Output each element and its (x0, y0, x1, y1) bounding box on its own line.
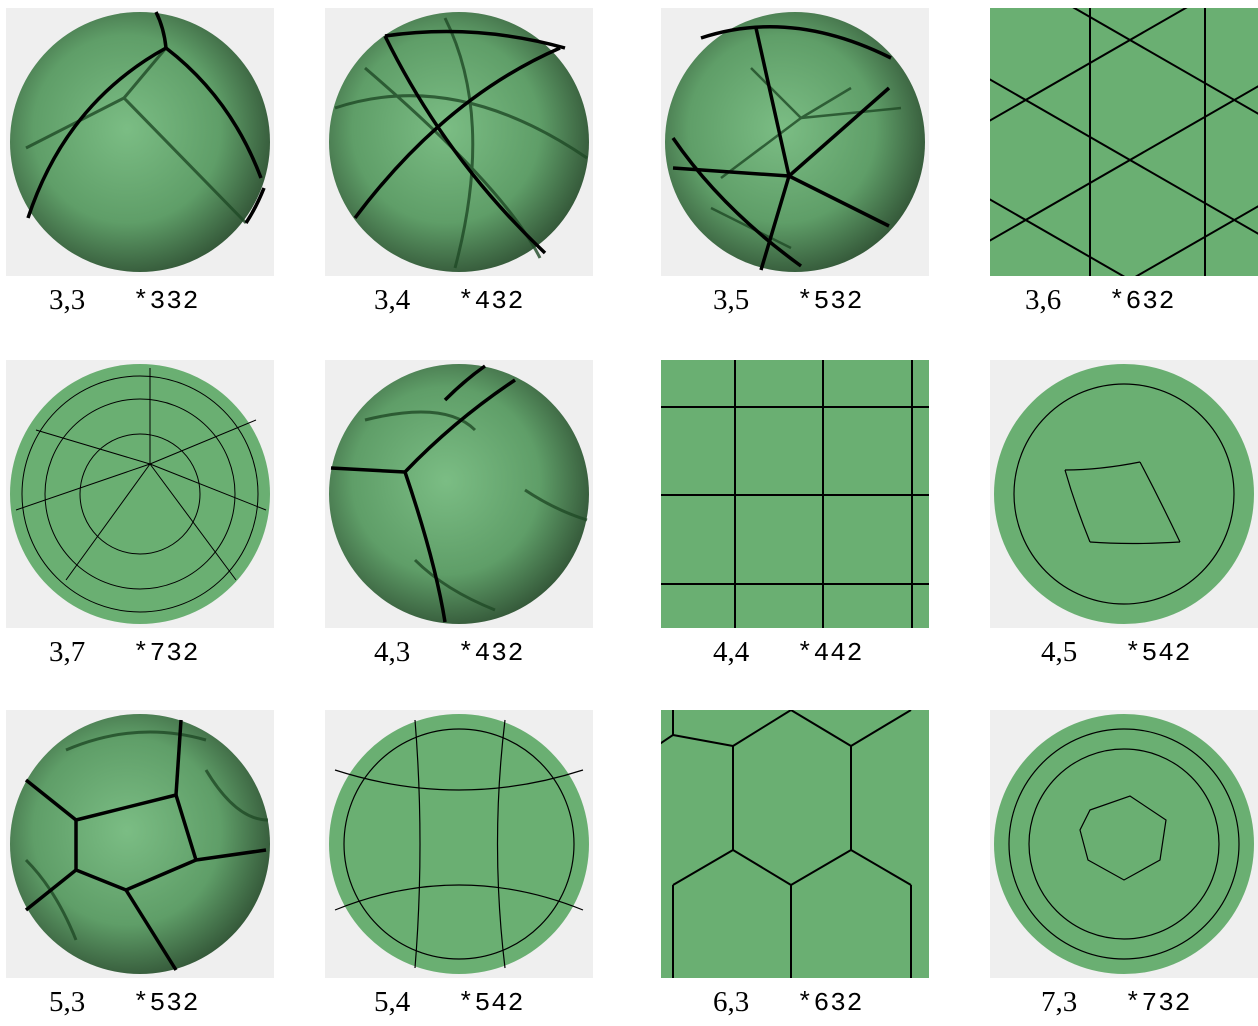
tiling-5-3-sphere (6, 710, 274, 978)
orbifold-notation: *632 (797, 988, 864, 1018)
caption-4-5: 4,5 *542 (1041, 636, 1258, 676)
schlafli-symbol: 7,3 (1041, 986, 1078, 1018)
caption-6-3: 6,3 *632 (713, 986, 1013, 1026)
schlafli-symbol: 5,3 (49, 986, 86, 1018)
orbifold-notation: *432 (458, 286, 525, 316)
caption-7-3: 7,3 *732 (1041, 986, 1258, 1026)
caption-3-4: 3,4 *432 (374, 284, 674, 324)
caption-5-3: 5,3 *532 (49, 986, 349, 1026)
caption-4-3: 4,3 *432 (374, 636, 674, 676)
tiling-3-4-sphere (325, 8, 593, 276)
schlafli-symbol: 3,5 (713, 284, 750, 316)
orbifold-notation: *442 (797, 638, 864, 668)
schlafli-symbol: 3,3 (49, 284, 86, 316)
schlafli-symbol: 3,6 (1025, 284, 1062, 316)
schlafli-symbol: 3,4 (374, 284, 411, 316)
orbifold-notation: *532 (133, 988, 200, 1018)
tiling-3-5-sphere (661, 8, 929, 276)
tiling-3-6-euclidean (990, 8, 1258, 276)
schlafli-symbol: 6,3 (713, 986, 750, 1018)
tiling-3-7-hyperbolic (6, 360, 274, 628)
caption-3-7: 3,7 *732 (49, 636, 349, 676)
orbifold-notation: *532 (797, 286, 864, 316)
orbifold-notation: *542 (1125, 638, 1192, 668)
schlafli-symbol: 4,4 (713, 636, 750, 668)
schlafli-symbol: 4,5 (1041, 636, 1078, 668)
schlafli-symbol: 5,4 (374, 986, 411, 1018)
orbifold-notation: *732 (1125, 988, 1192, 1018)
schlafli-symbol: 3,7 (49, 636, 86, 668)
caption-5-4: 5,4 *542 (374, 986, 674, 1026)
caption-3-6: 3,6 *632 (1025, 284, 1258, 324)
orbifold-notation: *632 (1109, 286, 1176, 316)
tiling-4-5-hyperbolic (990, 360, 1258, 628)
tiling-3-3-sphere (6, 8, 274, 276)
caption-3-5: 3,5 *532 (713, 284, 1013, 324)
orbifold-notation: *432 (458, 638, 525, 668)
tiling-6-3-euclidean (661, 710, 929, 978)
orbifold-notation: *332 (133, 286, 200, 316)
caption-3-3: 3,3 *332 (49, 284, 349, 324)
orbifold-notation: *732 (133, 638, 200, 668)
tiling-5-4-hyperbolic (325, 710, 593, 978)
tiling-4-4-euclidean (661, 360, 929, 628)
caption-4-4: 4,4 *442 (713, 636, 1013, 676)
tiling-4-3-sphere (325, 360, 593, 628)
tiling-7-3-hyperbolic (990, 710, 1258, 978)
orbifold-notation: *542 (458, 988, 525, 1018)
schlafli-symbol: 4,3 (374, 636, 411, 668)
